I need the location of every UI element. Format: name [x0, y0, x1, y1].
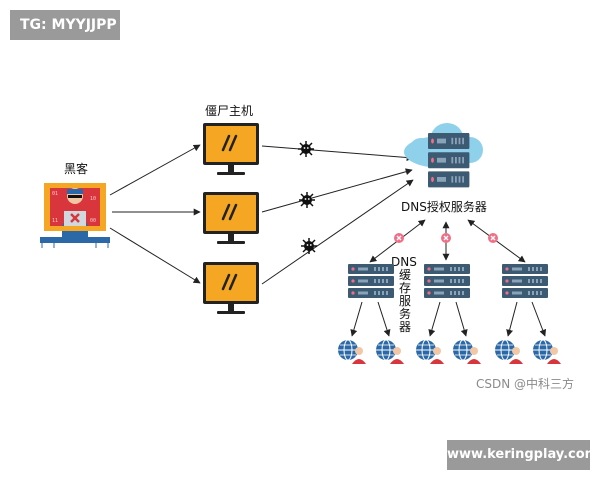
dns-auth-label: DNS授权服务器 [401, 200, 487, 214]
svg-text:00: 00 [90, 218, 96, 224]
hacker-label: 黑客 [64, 162, 89, 176]
user-icon-1 [337, 339, 367, 365]
block-icon-1 [393, 232, 405, 244]
user-icon-4 [452, 339, 482, 365]
csdn-watermark: CSDN @中科三方 [476, 377, 575, 391]
block-icon-2 [440, 232, 452, 244]
site-url-badge: www.keringplay.com [447, 440, 598, 470]
attack-arrows [261, 145, 414, 285]
user-icon-2 [375, 339, 405, 365]
svg-text:11: 11 [52, 218, 58, 224]
user-icon-5 [494, 339, 524, 365]
dns-cache-server-2 [424, 264, 470, 298]
user-icon-6 [532, 339, 562, 365]
hacker-computer: 01 10 11 00 [40, 183, 110, 248]
zombie-monitor-3 [201, 260, 261, 316]
dns-cache-label-line2: 缓存 [398, 268, 411, 295]
dns-cache-server-3 [502, 264, 548, 298]
zombie-monitor-2 [201, 190, 261, 246]
tg-badge: TG: MYYJJPP [10, 10, 120, 40]
dns-cache-server-1 [348, 264, 394, 298]
user-arrows [350, 301, 547, 337]
block-icon-3 [487, 232, 499, 244]
zombie-monitor-1 [201, 121, 261, 177]
user-icon-3 [415, 339, 445, 365]
svg-text:01: 01 [52, 191, 58, 197]
dns-auth-server [404, 123, 483, 188]
svg-text:10: 10 [90, 196, 96, 202]
dns-cache-label-line3: 服务器 [398, 294, 411, 334]
virus-icon-2 [298, 191, 316, 209]
hacker-arrows [109, 144, 201, 284]
zombie-label: 僵尸主机 [205, 104, 254, 118]
virus-icon-1 [297, 140, 315, 158]
virus-icon-3 [300, 237, 318, 255]
